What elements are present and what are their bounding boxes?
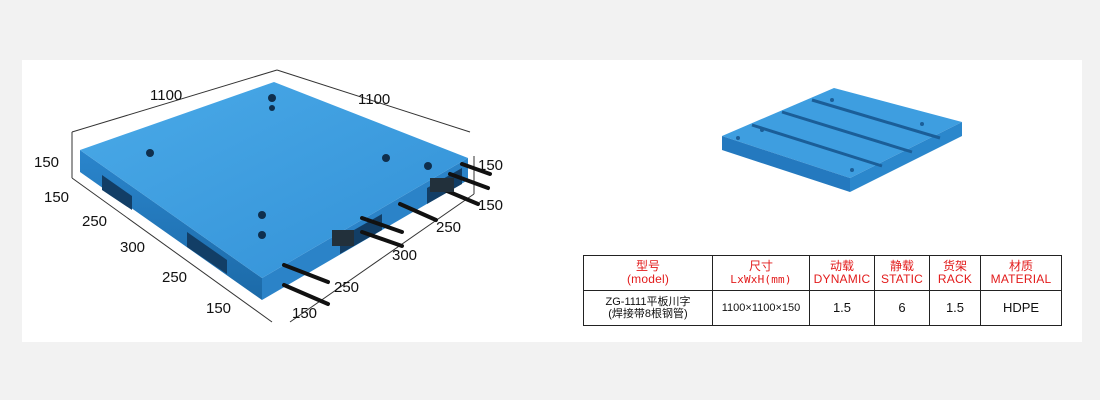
cell-rack: 1.5 (929, 290, 981, 326)
cell-model: ZG-1111平板川字 (焊接带8根钢管) (583, 290, 713, 326)
header-static: 静载 STATIC (874, 255, 930, 291)
dim-left-3: 300 (120, 239, 145, 256)
header-dynamic: 动载 DYNAMIC (809, 255, 875, 291)
header-size: 尺寸 LxWxH(mm) (712, 255, 810, 291)
dim-right-5: 150 (292, 305, 317, 322)
product-card: 1100 1100 150 150 150 250 300 250 150 15… (22, 60, 1082, 342)
header-model: 型号 (model) (583, 255, 713, 291)
dim-height-right: 150 (478, 157, 503, 174)
pallet-photo (722, 88, 962, 192)
cell-size: 1100×1100×150 (712, 290, 810, 326)
spec-header-row: 型号 (model) 尺寸 LxWxH(mm) 动载 DYNAMIC 静载 ST… (583, 255, 1062, 291)
cell-static: 6 (874, 290, 930, 326)
dim-length: 1100 (150, 87, 182, 104)
spec-data-row: ZG-1111平板川字 (焊接带8根钢管) 1100×1100×150 1.5 … (583, 290, 1062, 326)
spec-table: 型号 (model) 尺寸 LxWxH(mm) 动载 DYNAMIC 静载 ST… (583, 255, 1062, 326)
dim-left-1: 150 (44, 189, 69, 206)
dim-right-1: 150 (478, 197, 503, 214)
dim-left-4: 250 (162, 269, 187, 286)
dim-height-left: 150 (34, 154, 59, 171)
pallet-technical-drawing: 1100 1100 150 150 150 250 300 250 150 15… (34, 69, 962, 323)
dim-right-3: 300 (392, 247, 417, 264)
dim-width: 1100 (358, 91, 390, 108)
dimension-labels: 1100 1100 150 150 150 250 300 250 150 15… (34, 87, 503, 322)
dim-left-5: 150 (206, 300, 231, 317)
pallet-large-view (80, 82, 492, 306)
header-rack: 货架 RACK (929, 255, 981, 291)
dim-left-2: 250 (82, 213, 107, 230)
cell-material: HDPE (980, 290, 1062, 326)
cell-dynamic: 1.5 (809, 290, 875, 326)
dim-right-4: 250 (334, 279, 359, 296)
dim-right-2: 250 (436, 219, 461, 236)
header-material: 材质 MATERIAL (980, 255, 1062, 291)
